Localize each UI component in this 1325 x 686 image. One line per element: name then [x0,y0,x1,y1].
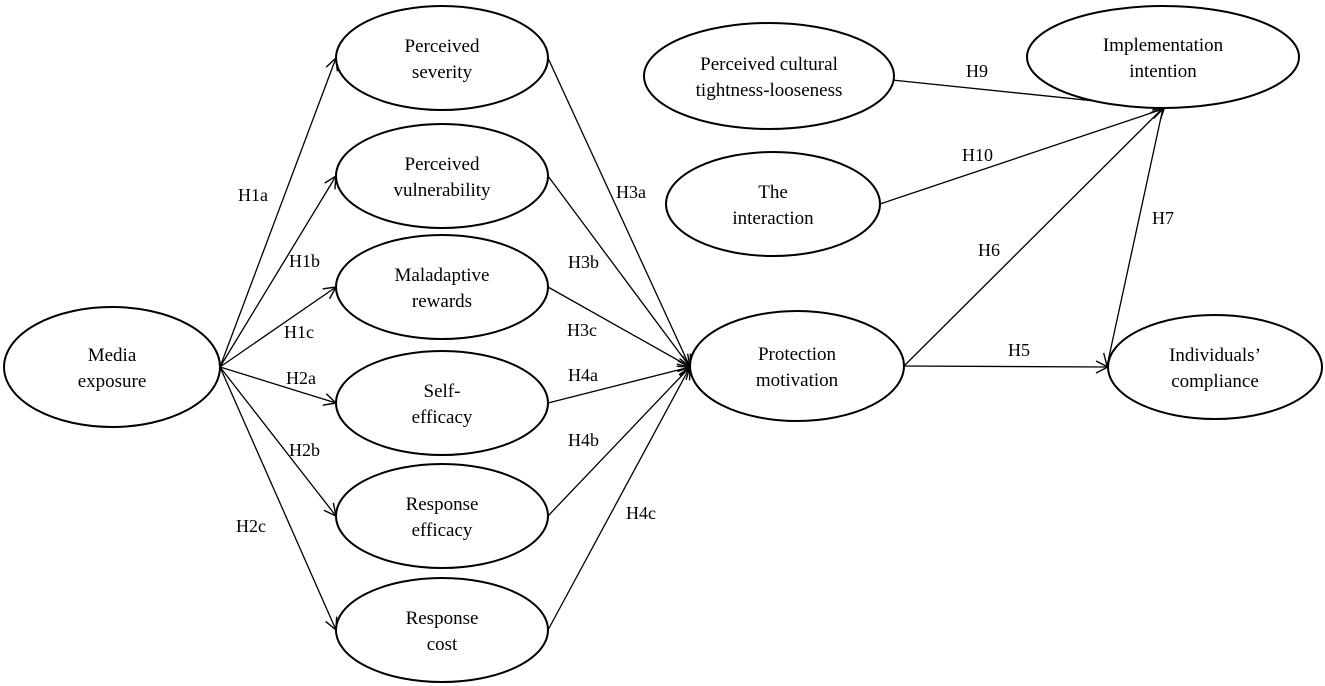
node-label-line2: motivation [756,370,839,391]
edge-responseefficacy-protection [547,367,690,517]
edge-label-h4b: H4b [568,430,599,450]
node-self-efficacy: Self- efficacy [335,350,549,456]
node-label-line1: Perceived cultural [700,54,838,75]
node-label-line1: The [758,182,788,203]
node-maladaptive-rewards: Maladaptive rewards [335,234,549,340]
node-label-line2: rewards [412,291,472,312]
node-implementation-intention: Implementation intention [1026,5,1300,109]
edge-label-h1b: H1b [289,251,320,271]
node-label-line2: tightness-looseness [696,80,843,101]
edge-label-h6: H6 [978,240,1000,260]
edge-label-h4a: H4a [568,365,598,385]
node-label-line2: efficacy [412,520,473,541]
edge-media-selfefficacy [219,366,336,403]
edge-severity-protection [547,57,690,367]
node-protection-motivation: Protection motivation [689,310,905,422]
edge-media-responsecost [219,366,336,630]
node-response-cost: Response cost [335,577,549,683]
node-perceived-cultural-tightness: Perceived cultural tightness-looseness [643,22,895,130]
node-label-line1: Protection [758,344,837,365]
node-label-line2: efficacy [412,407,473,428]
node-label-line1: Maladaptive [395,265,490,286]
node-label-line1: Self- [424,381,461,402]
edge-selfefficacy-protection [547,367,690,404]
edge-label-h2b: H2b [289,440,320,460]
node-label-line1: Individuals’ [1169,345,1261,366]
edge-rewards-protection [547,286,690,367]
edge-label-h10: H10 [962,145,993,165]
edge-protection-implementation [903,106,1165,367]
node-label-line2: exposure [78,371,147,392]
edge-label-h5: H5 [1008,340,1030,360]
node-label-line2: cost [427,634,458,655]
node-label-line1: Response [406,608,479,629]
edge-label-h7: H7 [1152,208,1174,228]
node-label-line2: interaction [732,208,814,229]
edge-interaction-implementation [879,109,1163,205]
node-label-line2: compliance [1171,371,1259,392]
node-label-line1: Perceived [405,36,480,57]
edge-label-h2a: H2a [286,368,316,388]
node-label-line1: Response [406,494,479,515]
edge-media-severity [219,58,336,368]
node-perceived-vulnerability: Perceived vulnerability [335,123,549,229]
edge-label-h3c: H3c [567,320,597,340]
node-media-exposure: Media exposure [3,306,221,428]
edge-label-h9: H9 [966,61,988,81]
node-label-line1: Perceived [405,154,480,175]
node-individuals-compliance: Individuals’ compliance [1107,314,1323,420]
edge-media-responseefficacy [219,366,336,516]
node-label-line2: vulnerability [393,180,491,201]
edge-label-h3b: H3b [568,252,599,272]
edge-label-h1c: H1c [284,322,314,342]
node-label-line1: Media [88,345,137,366]
edge-label-h4c: H4c [626,503,656,523]
edge-media-rewards [219,287,336,368]
node-label-line2: severity [412,62,473,83]
edge-label-h3a: H3a [616,182,646,202]
node-the-interaction: The interaction [665,151,881,257]
edge-vulnerability-protection [547,175,690,367]
edge-media-vulnerability [219,176,336,368]
node-perceived-severity: Perceived severity [335,5,549,111]
edge-label-h2c: H2c [236,516,266,536]
edge-implementation-compliance [1107,107,1164,366]
edge-protection-compliance [903,366,1108,367]
node-label-line1: Implementation [1103,35,1224,56]
edge-responsecost-protection [547,367,690,631]
node-label-line2: intention [1129,61,1197,82]
node-response-efficacy: Response efficacy [335,463,549,569]
edge-label-h1a: H1a [238,185,268,205]
